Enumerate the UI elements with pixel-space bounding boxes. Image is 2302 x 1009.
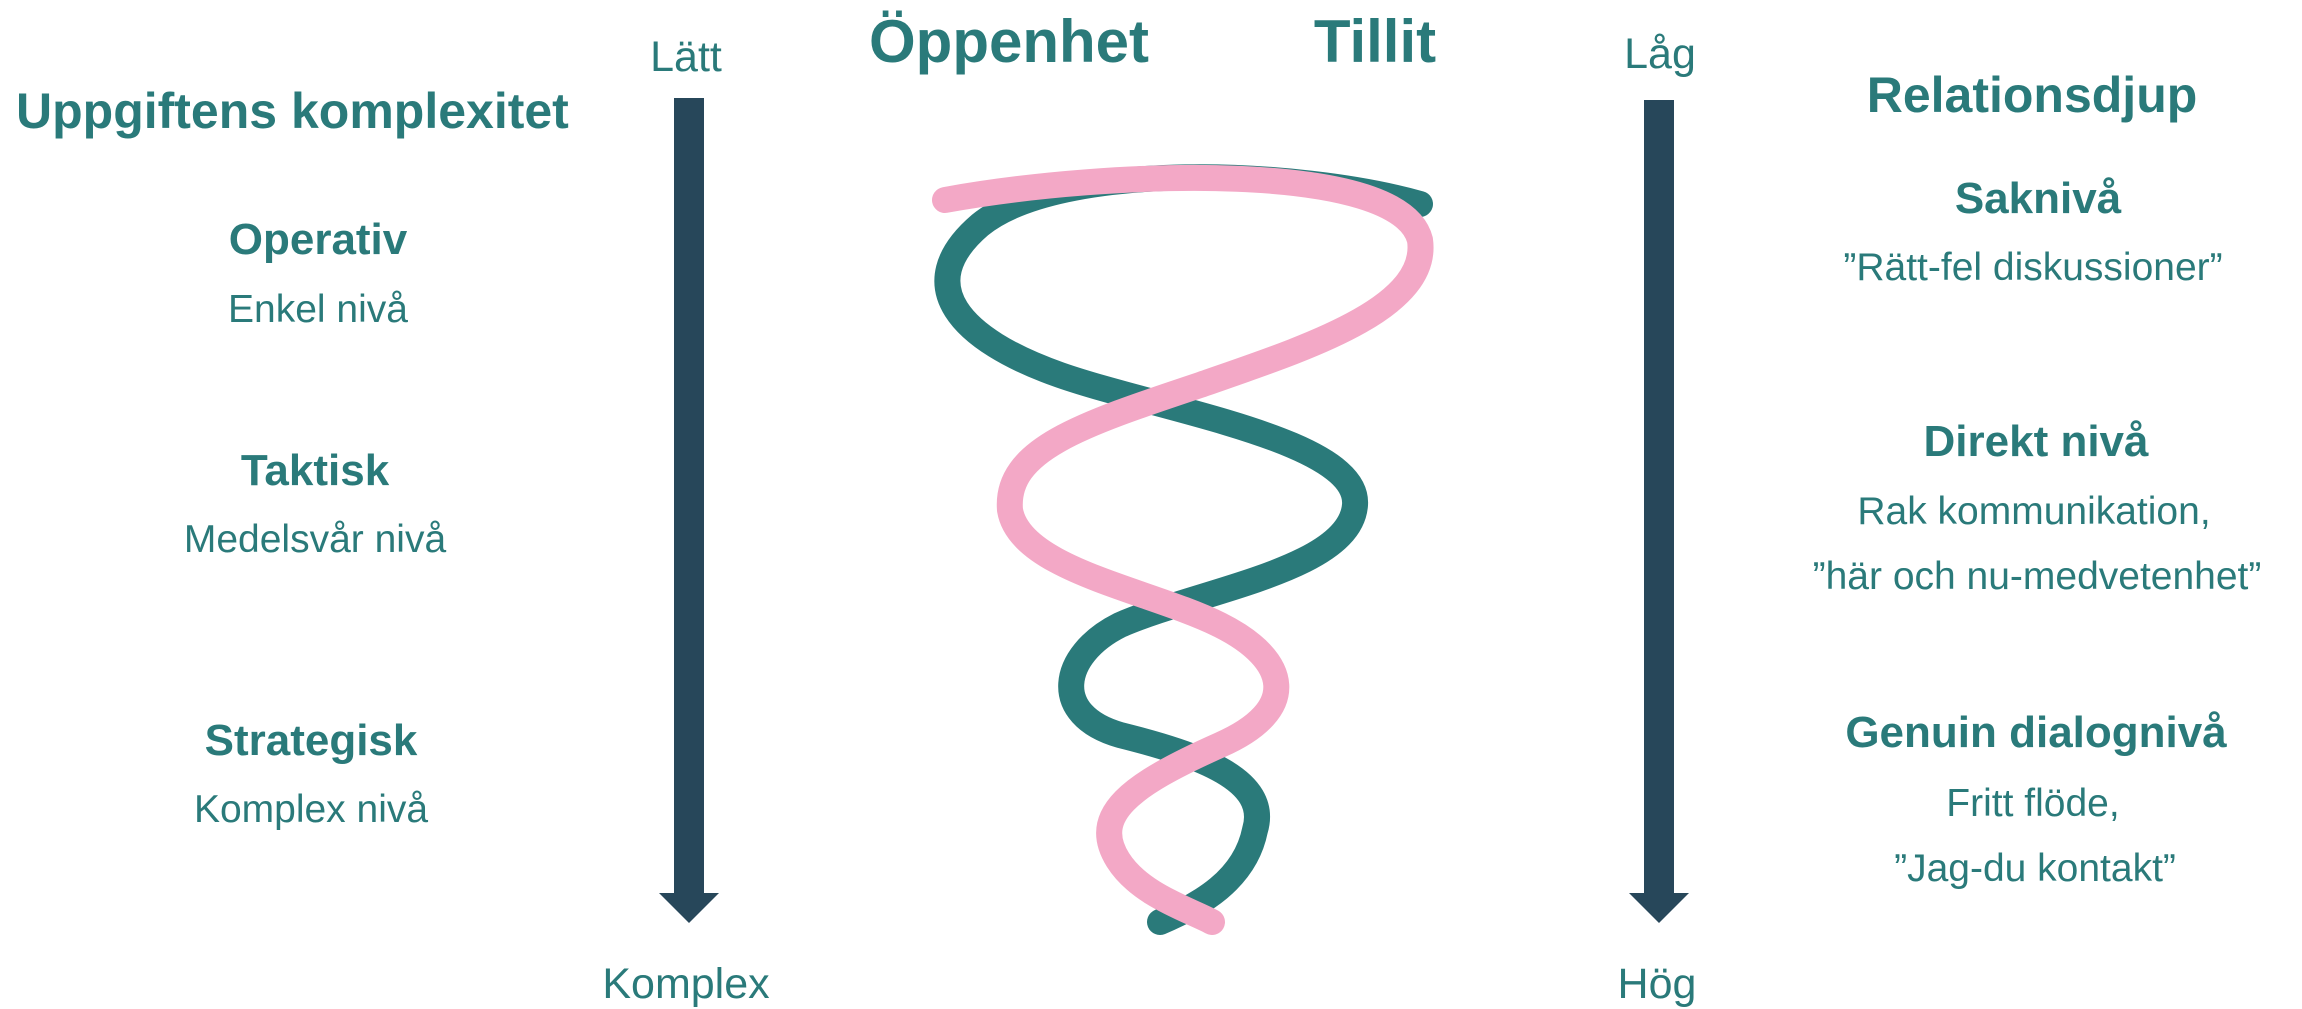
left-arrow [659, 98, 719, 923]
level-operativ-desc: Enkel nivå [228, 288, 408, 331]
center-label-tillit: Tillit [1313, 8, 1437, 75]
right-title: Relationsdjup [1866, 67, 2198, 123]
teal-spiral-strand [934, 164, 1433, 935]
level-strategisk-title: Strategisk [204, 716, 418, 765]
level-direkt-desc-line1: Rak kommunikation, [1857, 490, 2211, 533]
level-taktisk-title: Taktisk [240, 446, 390, 495]
level-operativ-title: Operativ [228, 215, 408, 264]
level-genuin-desc-line1: Fritt flöde, [1946, 782, 2120, 825]
right-arrow [1629, 100, 1689, 923]
level-taktisk-desc: Medelsvår nivå [183, 518, 447, 561]
level-strategisk-desc: Komplex nivå [193, 788, 429, 831]
center-label-oppenhet: Öppenhet [869, 8, 1149, 75]
level-genuin-desc-line2: ”Jag-du kontakt” [1894, 847, 2176, 890]
right-arrow-top-label: Låg [1624, 30, 1696, 78]
left-arrow-top-label: Lätt [650, 33, 722, 81]
level-genuin-title: Genuin dialognivå [1845, 708, 2227, 757]
level-direkt-title: Direkt nivå [1923, 417, 2149, 466]
pink-spiral-strand [932, 164, 1434, 935]
level-sakniva-title: Saknivå [1954, 174, 2122, 223]
left-title: Uppgiftens komplexitet [16, 83, 569, 139]
right-arrow-bottom-label: Hög [1617, 960, 1697, 1008]
level-sakniva-desc-line1: ”Rätt-fel diskussioner” [1843, 246, 2223, 289]
level-direkt-desc-line2: ”här och nu-medvetenhet” [1812, 555, 2262, 598]
left-arrow-bottom-label: Komplex [602, 960, 770, 1008]
